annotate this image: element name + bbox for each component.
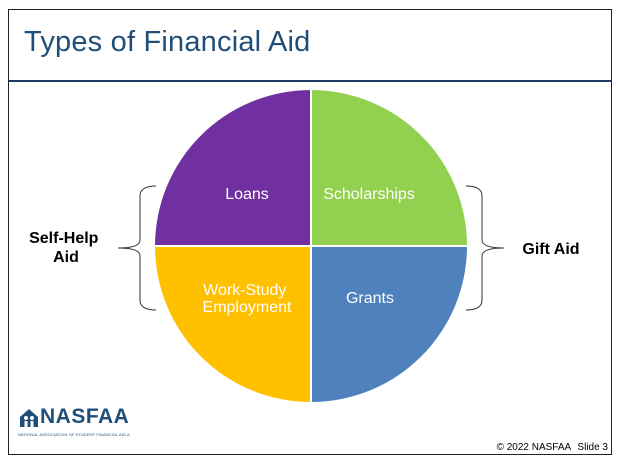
nasfaa-logo: NASFAA NATIONAL ASSOCIATION OF STUDENT F… bbox=[18, 405, 178, 445]
right-brace bbox=[465, 185, 505, 311]
copyright-text: © 2022 NASFAA bbox=[496, 442, 571, 453]
scholarships-quadrant bbox=[311, 90, 467, 246]
slide-number: Slide 3 bbox=[577, 442, 608, 453]
grants-quadrant bbox=[311, 246, 467, 402]
title-divider bbox=[9, 80, 612, 82]
loans-quadrant bbox=[155, 90, 311, 246]
slide-title: Types of Financial Aid bbox=[24, 26, 311, 58]
work-study-label: Work-Study Employment bbox=[203, 282, 292, 316]
logo-tagline: NATIONAL ASSOCIATION OF STUDENT FINANCIA… bbox=[18, 432, 130, 437]
nasfaa-logo-icon bbox=[20, 409, 38, 427]
loans-label: Loans bbox=[225, 186, 269, 203]
work-study-quadrant bbox=[155, 246, 311, 402]
left-brace bbox=[117, 185, 157, 311]
gift-aid-label: Gift Aid bbox=[522, 241, 579, 258]
slide-footer: © 2022 NASFAA Slide 3 bbox=[493, 442, 608, 453]
scholarships-label: Scholarships bbox=[323, 186, 415, 203]
logo-wordmark: NASFAA bbox=[40, 405, 130, 428]
self-help-aid-label: Self-Help Aid bbox=[29, 230, 103, 266]
grants-label: Grants bbox=[346, 290, 394, 307]
